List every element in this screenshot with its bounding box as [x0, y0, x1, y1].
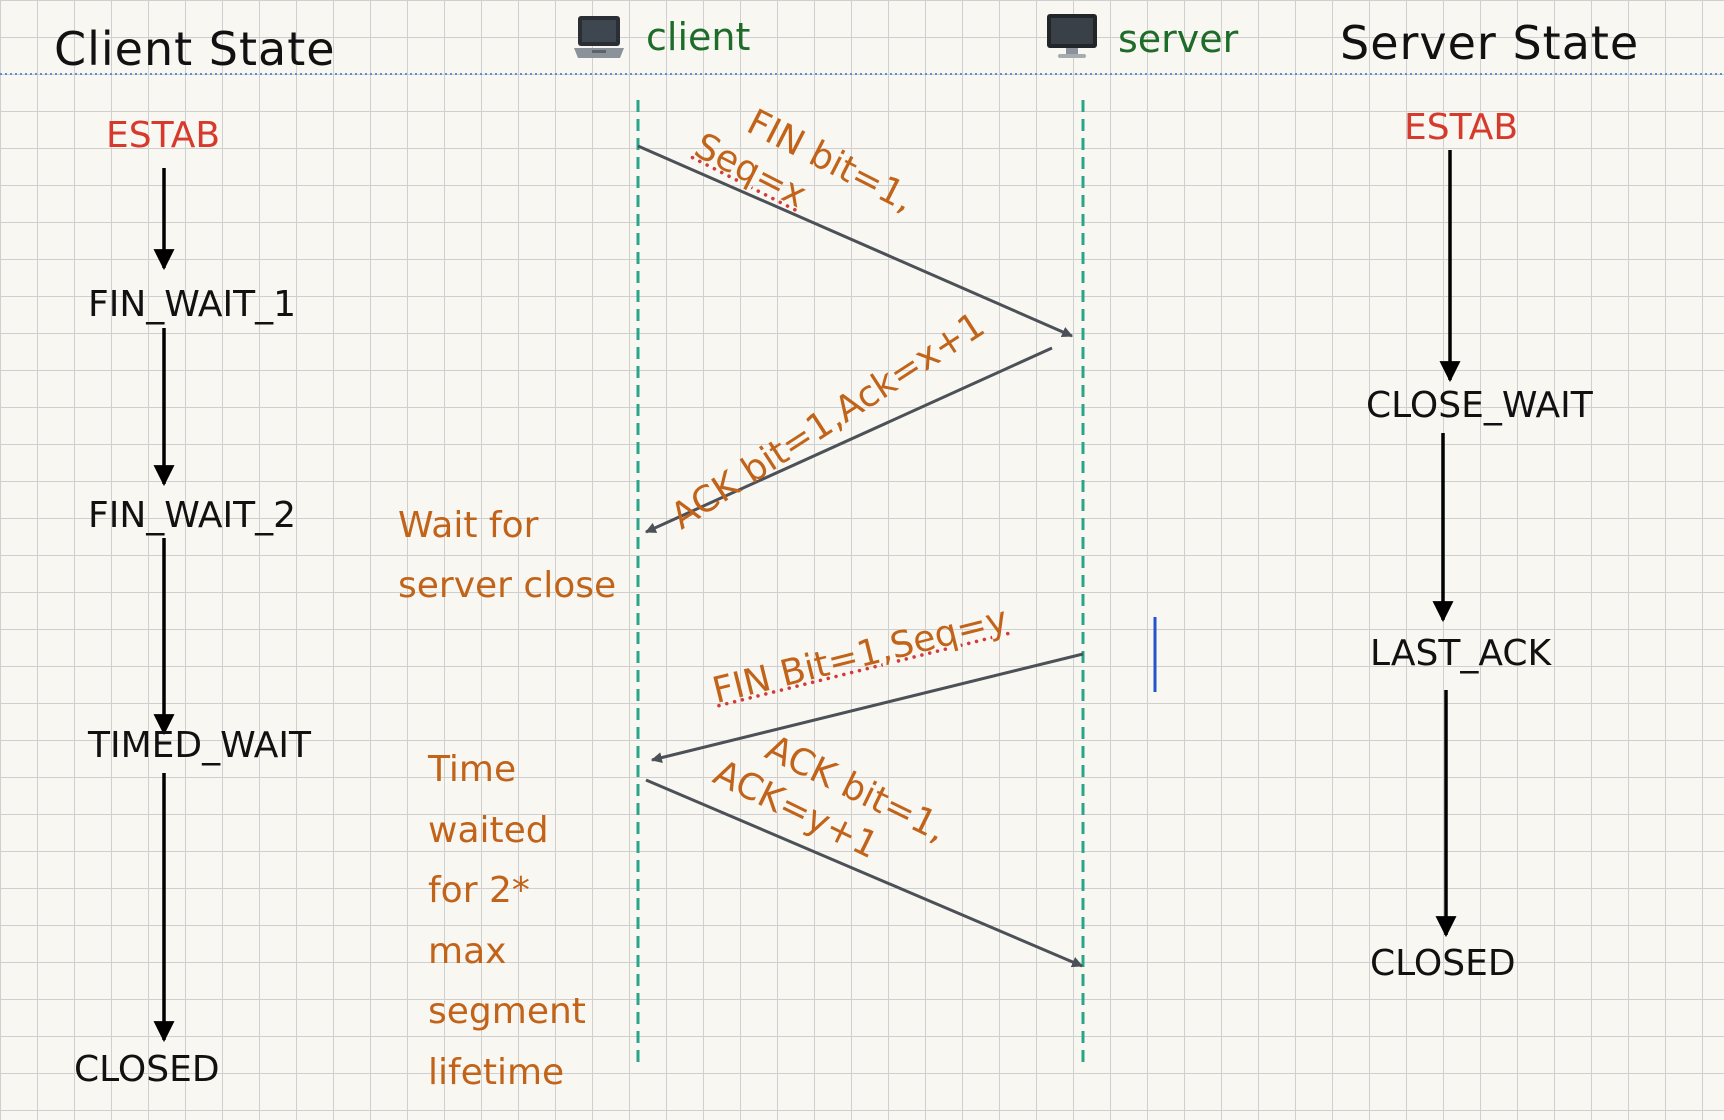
server-state-last-ack: LAST_ACK: [1370, 633, 1552, 674]
wait-for-close-line: Wait for: [398, 505, 539, 546]
server-state-closed: CLOSED: [1370, 943, 1516, 984]
client-state-title: Client State: [54, 22, 336, 76]
time-waited-line: for 2*: [428, 870, 530, 911]
server-lane-label: server: [1118, 17, 1239, 61]
client-state-estab: ESTAB: [106, 115, 221, 156]
wait-for-close-line: server close: [398, 565, 617, 606]
client-state-timed-wait: TIMED_WAIT: [88, 725, 311, 766]
time-waited-line: waited: [428, 809, 549, 851]
server-state-estab: ESTAB: [1404, 107, 1519, 148]
time-waited-note: Time waited for 2* max segment lifetime: [428, 740, 586, 1103]
time-waited-line: Time: [428, 749, 517, 790]
ack-client-arrow: [645, 778, 1084, 968]
fin-server-arrow: [650, 652, 1084, 763]
client-state-fin-wait-2: FIN_WAIT_2: [88, 495, 297, 536]
fin-client-arrow: [637, 144, 1074, 338]
laptop-icon: [574, 16, 624, 58]
client-state-fin-wait-1: FIN_WAIT_1: [88, 284, 297, 325]
client-state-closed: CLOSED: [74, 1049, 220, 1090]
server-state-title: Server State: [1340, 16, 1640, 70]
ack-server-arrow: [644, 346, 1053, 534]
time-waited-line: max: [428, 930, 507, 972]
server-state-close-wait: CLOSE_WAIT: [1366, 385, 1593, 426]
wait-for-close-note: Wait for server close: [398, 496, 616, 616]
client-lane-label: client: [646, 15, 751, 59]
time-waited-line: lifetime: [428, 1051, 565, 1093]
desktop-monitor-icon: [1047, 14, 1097, 58]
time-waited-line: segment: [428, 991, 586, 1032]
